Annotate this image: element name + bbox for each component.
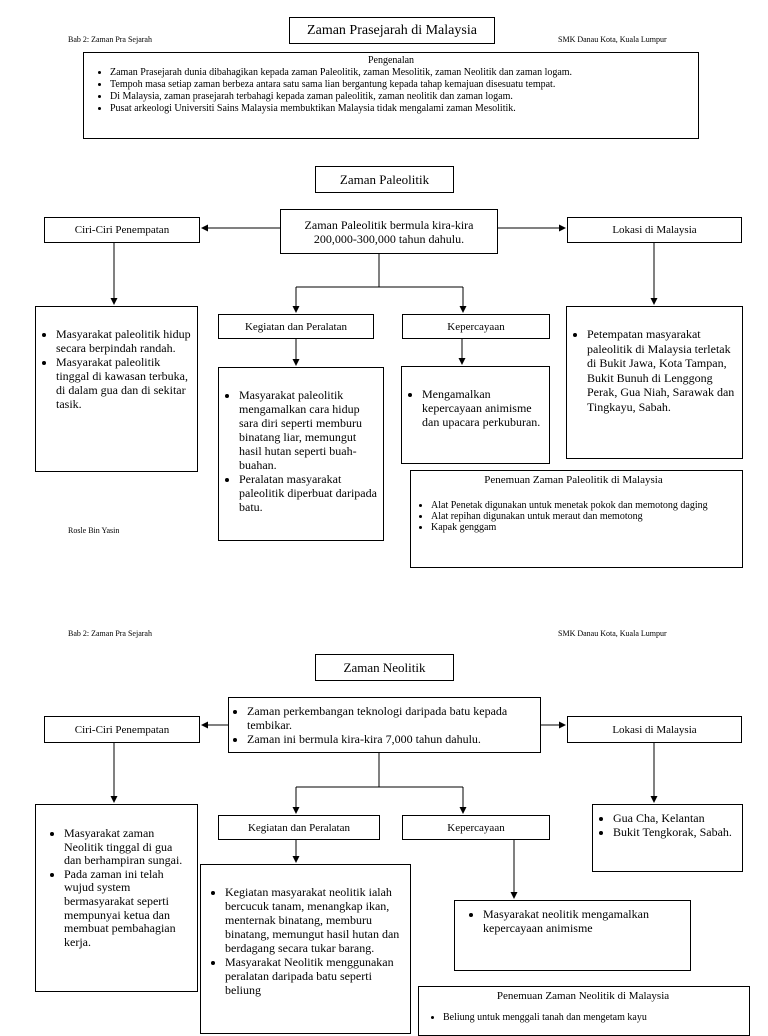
list-item: Masyarakat paleolitik tinggal di kawasan…: [56, 355, 191, 411]
kepercayaan-label-box: Kepercayaan: [402, 314, 550, 339]
header-right: SMK Danau Kota, Kuala Lumpur: [558, 35, 667, 44]
penemuan-title: Penemuan Zaman Neolitik di Malaysia: [496, 990, 670, 1002]
kegiatan-content-box: Kegiatan masyarakat neolitik ialah bercu…: [200, 864, 411, 1034]
header-left: Bab 2: Zaman Pra Sejarah: [68, 35, 152, 44]
lokasi-content-box: Gua Cha, Kelantan Bukit Tengkorak, Sabah…: [592, 804, 743, 872]
penemuan-title: Penemuan Zaman Paleolitik di Malaysia: [484, 474, 663, 486]
list-item: Masyarakat Neolitik menggunakan peralata…: [225, 955, 404, 997]
kegiatan-content-box: Masyarakat paleolitik mengamalkan cara h…: [218, 367, 384, 541]
list-item: Alat repihan digunakan untuk meraut dan …: [431, 511, 734, 522]
kepercayaan-label-box: Kepercayaan: [402, 815, 550, 840]
ciri-label-box: Ciri-Ciri Penempatan: [44, 217, 200, 243]
penemuan-box: Penemuan Zaman Paleolitik di Malaysia Al…: [410, 470, 743, 568]
kepercayaan-content-box: Mengamalkan kepercayaan animisme dan upa…: [401, 366, 550, 464]
section-title-neolitik: Zaman Neolitik: [315, 654, 454, 681]
author-name: Rosle Bin Yasin: [68, 526, 120, 535]
list-item: Zaman ini bermula kira-kira 7,000 tahun …: [247, 732, 534, 746]
kepercayaan-content-box: Masyarakat neolitik mengamalkan kepercay…: [454, 900, 691, 971]
page-title: Zaman Prasejarah di Malaysia: [289, 17, 495, 44]
section-title-paleolitik: Zaman Paleolitik: [315, 166, 454, 193]
ciri-content-box: Masyarakat zaman Neolitik tinggal di gua…: [35, 804, 198, 992]
list-item: Pusat arkeologi Universiti Sains Malaysi…: [110, 103, 690, 115]
list-item: Masyarakat paleolitik hidup secara berpi…: [56, 327, 191, 355]
list-item: Petempatan masyarakat paleolitik di Mala…: [587, 327, 736, 415]
list-item: Tempoh masa setiap zaman berbeza antara …: [110, 79, 690, 91]
lokasi-content-box: Petempatan masyarakat paleolitik di Mala…: [566, 306, 743, 459]
neolitik-center-box: Zaman perkembangan teknologi daripada ba…: [228, 697, 541, 753]
list-item: Alat Penetak digunakan untuk menetak pok…: [431, 500, 734, 511]
list-item: Masyarakat neolitik mengamalkan kepercay…: [483, 907, 684, 935]
kegiatan-label-box: Kegiatan dan Peralatan: [218, 815, 380, 840]
list-item: Zaman Prasejarah dunia dibahagikan kepad…: [110, 67, 690, 79]
list-item: Peralatan masyarakat paleolitik diperbua…: [239, 472, 377, 514]
list-item: Masyarakat paleolitik mengamalkan cara h…: [239, 388, 377, 472]
list-item: Gua Cha, Kelantan: [613, 811, 736, 825]
header-right: SMK Danau Kota, Kuala Lumpur: [558, 629, 667, 638]
list-item: Kapak genggam: [431, 522, 734, 533]
header-left: Bab 2: Zaman Pra Sejarah: [68, 629, 152, 638]
list-item: Masyarakat zaman Neolitik tinggal di gua…: [64, 826, 191, 868]
ciri-content-box: Masyarakat paleolitik hidup secara berpi…: [35, 306, 198, 472]
list-item: Beliung untuk menggali tanah dan mengeta…: [443, 1012, 741, 1023]
paleolitik-center-box: Zaman Paleolitik bermula kira-kira 200,0…: [280, 209, 498, 254]
kegiatan-label-box: Kegiatan dan Peralatan: [218, 314, 374, 339]
intro-title: Pengenalan: [367, 55, 415, 66]
list-item: Zaman perkembangan teknologi daripada ba…: [247, 704, 534, 732]
intro-list: Zaman Prasejarah dunia dibahagikan kepad…: [92, 67, 690, 115]
lokasi-label-box: Lokasi di Malaysia: [567, 217, 742, 243]
lokasi-label-box: Lokasi di Malaysia: [567, 716, 742, 743]
list-item: Pada zaman ini telah wujud system bermas…: [64, 867, 191, 950]
intro-box: Pengenalan Zaman Prasejarah dunia dibaha…: [83, 52, 699, 139]
list-item: Bukit Tengkorak, Sabah.: [613, 825, 736, 839]
list-item: Di Malaysia, zaman prasejarah terbahagi …: [110, 91, 690, 103]
list-item: Kegiatan masyarakat neolitik ialah bercu…: [225, 885, 404, 955]
list-item: Mengamalkan kepercayaan animisme dan upa…: [422, 387, 543, 429]
ciri-label-box: Ciri-Ciri Penempatan: [44, 716, 200, 743]
